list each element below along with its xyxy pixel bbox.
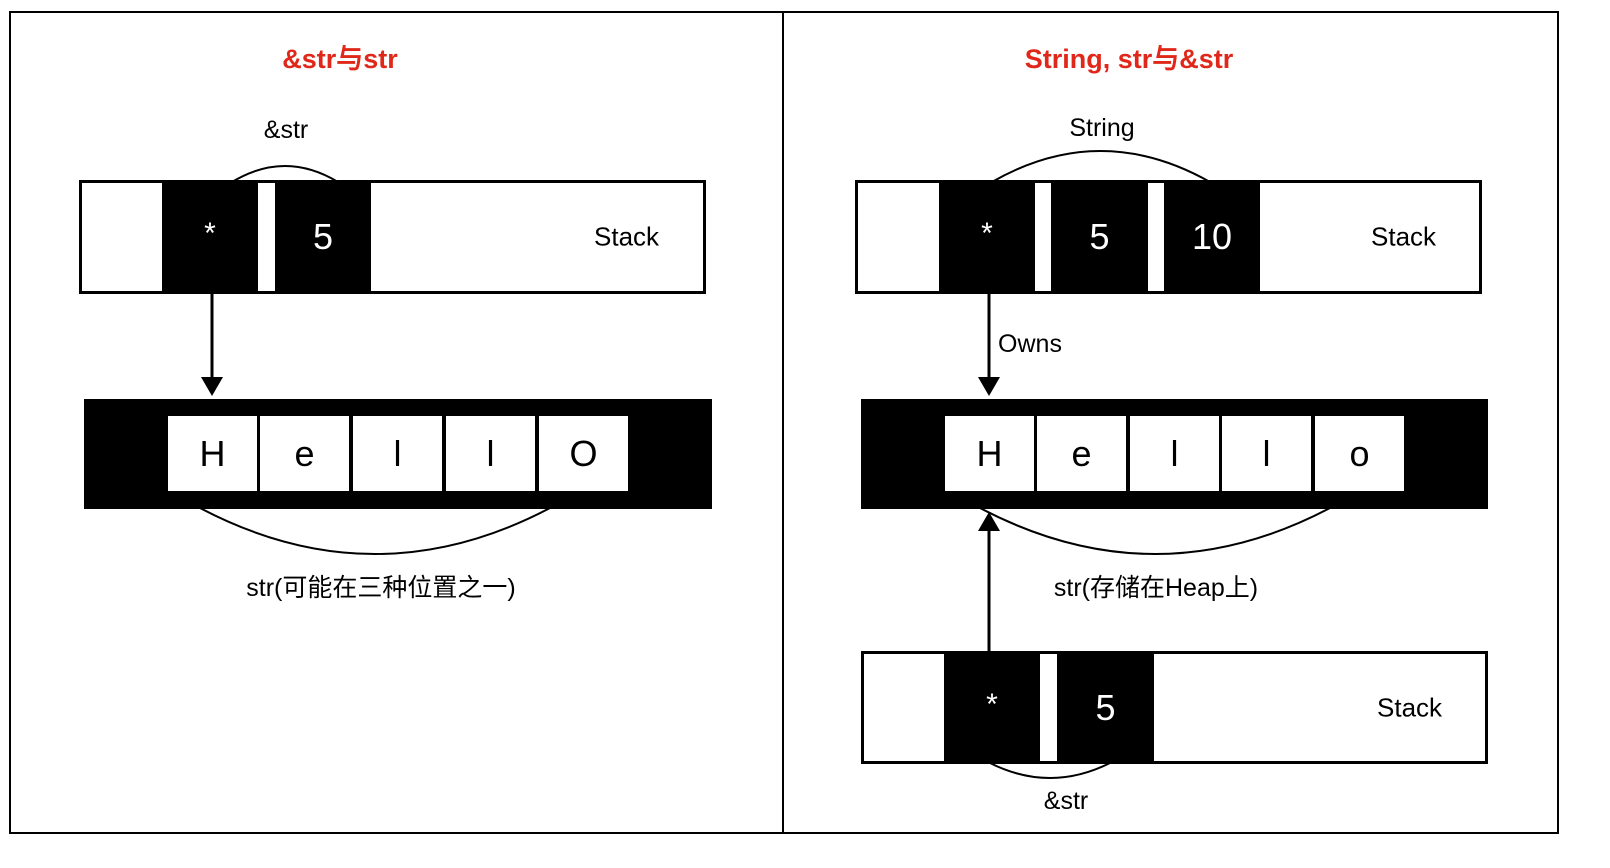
diagram-frame — [9, 11, 1559, 834]
right-heap-char: l — [1222, 416, 1311, 491]
bottom-stack-label: Stack — [1377, 692, 1443, 723]
string-pointer-value: * — [981, 217, 993, 250]
right-heap-char: H — [945, 416, 1034, 491]
string-pointer-cell: * — [939, 183, 1035, 291]
left-heap-char: l — [353, 416, 442, 491]
string-brace — [991, 150, 1211, 183]
right-str-brace — [979, 507, 1331, 555]
owns-label: Owns — [998, 330, 1062, 358]
right-stack-frame: * 5 10 Stack — [855, 180, 1482, 294]
string-length-cell: 5 — [1051, 183, 1148, 291]
left-stack-pointer-cell: * — [162, 183, 258, 291]
right-heap-char: o — [1315, 416, 1404, 491]
left-stack-label: Stack — [594, 221, 660, 252]
left-stack-frame: * 5 Stack — [79, 180, 706, 294]
left-stack-pointer-value: * — [204, 217, 216, 250]
string-label: String — [1069, 114, 1135, 142]
bottom-stack-frame: * 5 Stack — [861, 651, 1488, 764]
right-heap-block: H e l l o — [861, 399, 1488, 509]
left-heap-char: l — [446, 416, 535, 491]
left-heap-char: e — [260, 416, 349, 491]
left-heap-char: O — [539, 416, 628, 491]
ref-up-arrowhead — [978, 512, 1000, 531]
left-ref-label: &str — [263, 116, 309, 144]
left-stack-length-cell: 5 — [275, 183, 371, 291]
bottom-ref-brace — [989, 762, 1111, 779]
ref-pointer-value: * — [986, 687, 998, 721]
left-str-brace — [199, 507, 551, 555]
right-str-caption: str(存储在Heap上) — [1053, 574, 1259, 602]
bottom-ref-label: &str — [1043, 787, 1089, 815]
left-heap-block: H e l l O — [84, 399, 712, 509]
left-str-caption: str(可能在三种位置之一) — [246, 574, 516, 602]
right-heap-char: e — [1037, 416, 1126, 491]
ref-length-value: 5 — [1095, 686, 1116, 728]
left-ref-brace — [231, 165, 339, 183]
panel-divider — [782, 11, 784, 834]
right-panel-title: String, str与&str — [1024, 44, 1234, 74]
ref-pointer-cell: * — [944, 654, 1040, 761]
owns-arrowhead — [978, 377, 1000, 396]
string-capacity-value: 10 — [1191, 216, 1233, 257]
string-capacity-cell: 10 — [1164, 183, 1260, 291]
left-stack-length-value: 5 — [312, 216, 334, 257]
left-heap-char: H — [168, 416, 257, 491]
left-pointer-arrowhead — [201, 377, 223, 396]
right-stack-label: Stack — [1371, 221, 1437, 252]
left-panel-title: &str与str — [282, 44, 398, 74]
string-length-value: 5 — [1089, 216, 1110, 257]
ref-length-cell: 5 — [1057, 654, 1154, 761]
right-heap-char: l — [1130, 416, 1219, 491]
